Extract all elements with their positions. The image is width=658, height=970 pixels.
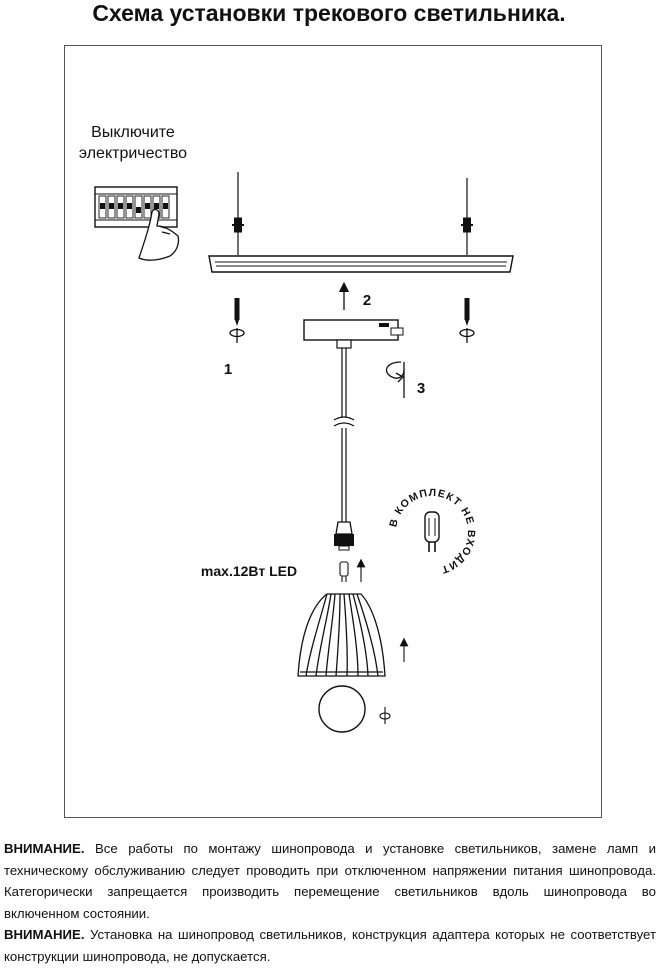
warning-2-label: ВНИМАНИЕ. bbox=[4, 927, 85, 943]
warning-paragraph-1: ВНИМАНИЕ. Все работы по монтажу шинопров… bbox=[4, 838, 656, 924]
right-rotation-arrow-icon bbox=[459, 328, 475, 343]
warning-2-text: Установка на шинопровод светильников, ко… bbox=[4, 927, 656, 964]
installation-diagram: Выключите электричество bbox=[79, 124, 514, 733]
track-adapter bbox=[303, 319, 404, 349]
circuit-breaker-icon bbox=[94, 186, 178, 228]
left-screw bbox=[234, 298, 240, 326]
right-screw bbox=[464, 298, 470, 326]
lamp-holder bbox=[334, 521, 354, 551]
globe-rotation-icon bbox=[379, 707, 391, 724]
g9-bulb-icon bbox=[339, 561, 349, 582]
step-3-label: 3 bbox=[417, 380, 425, 397]
right-ceiling-suspension bbox=[461, 178, 473, 255]
warning-paragraph-2: ВНИМАНИЕ. Установка на шинопровод светил… bbox=[4, 924, 656, 967]
hand-icon bbox=[138, 208, 180, 261]
lamp-spec-label: max.12Вт LED bbox=[201, 563, 297, 579]
step-2-label: 2 bbox=[363, 292, 371, 309]
left-rotation-arrow-icon bbox=[229, 328, 245, 343]
warning-1-text: Все работы по монтажу шинопровода и уста… bbox=[4, 841, 656, 921]
left-ceiling-suspension bbox=[232, 172, 244, 255]
warnings-section: ВНИМАНИЕ. Все работы по монтажу шинопров… bbox=[4, 838, 656, 968]
page-title: Схема установки трекового светильника. bbox=[92, 0, 566, 26]
switch-off-label-line1: Выключите bbox=[91, 124, 175, 141]
ribbed-lamp-shade bbox=[297, 593, 386, 677]
track-rail bbox=[208, 255, 514, 273]
diagram-frame bbox=[64, 45, 602, 818]
not-included-stamp: В КОМПЛЕКТ НЕ ВХОДИТ bbox=[387, 487, 476, 576]
step-1-label: 1 bbox=[224, 361, 232, 378]
glass-globe bbox=[318, 685, 366, 733]
stamp-bulb-icon bbox=[424, 511, 440, 552]
warning-1-label: ВНИМАНИЕ. bbox=[4, 841, 85, 856]
suspension-cable bbox=[333, 348, 355, 522]
switch-off-label-line2: электричество bbox=[79, 145, 187, 162]
twist-arrow-icon bbox=[385, 361, 405, 398]
